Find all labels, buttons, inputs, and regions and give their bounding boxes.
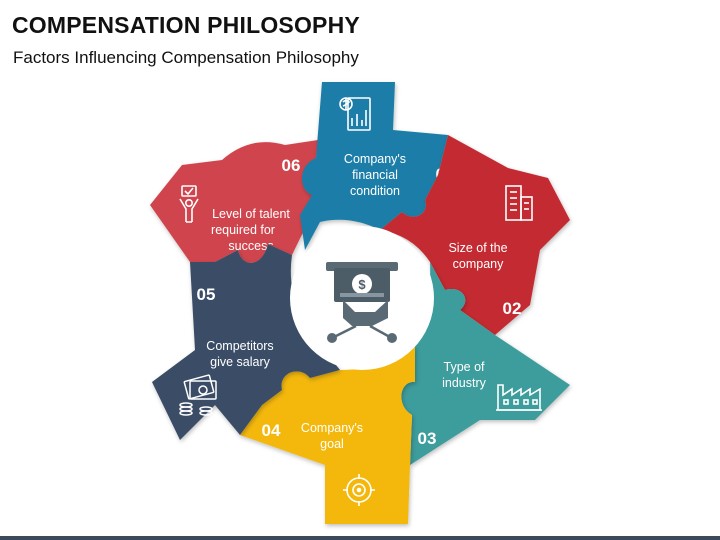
segment-03-line-2: industry — [442, 376, 487, 390]
segment-04-number: 04 — [262, 421, 281, 440]
segment-05-number: 05 — [197, 285, 216, 304]
page-subtitle: Factors Influencing Compensation Philoso… — [13, 48, 359, 67]
segment-01-line-1: Company's — [344, 152, 406, 166]
segment-06-line-1: Level of talent — [212, 207, 290, 221]
segment-02-shape — [380, 135, 570, 335]
segment-02-line-2: company — [453, 257, 504, 271]
segment-01-line-2: financial — [352, 168, 398, 182]
target-icon — [343, 474, 375, 506]
segment-06: 06 Level of talent required for success — [150, 140, 318, 263]
center-hub: $ — [290, 226, 434, 370]
svg-text:$: $ — [358, 277, 366, 292]
office-building-icon — [505, 185, 533, 221]
segment-04-line-1: Company's — [301, 421, 363, 435]
segment-02-number: 02 — [503, 299, 522, 318]
segment-06-line-2: required for — [211, 223, 275, 237]
segment-05-line-2: give salary — [210, 355, 270, 369]
page-title: COMPENSATION PHILOSOPHY — [12, 12, 360, 38]
financial-report-icon — [339, 97, 371, 131]
segment-04-line-2: goal — [320, 437, 344, 451]
bottom-bar — [0, 536, 720, 540]
talent-person-icon — [179, 185, 199, 223]
factory-icon — [496, 384, 542, 411]
segment-04-shape — [240, 345, 415, 524]
segment-06-number: 06 — [282, 156, 301, 175]
segment-03: 03 Type of industry — [401, 262, 570, 465]
segment-03-shape — [401, 262, 570, 465]
segment-02: 02 Size of the company — [380, 135, 570, 335]
segment-02-line-1: Size of the — [448, 241, 507, 255]
segment-03-line-1: Type of — [444, 360, 486, 374]
segment-06-line-3: success — [228, 239, 273, 253]
segment-04: 04 Company's goal — [240, 345, 415, 524]
segment-03-number: 03 — [418, 429, 437, 448]
segment-01-line-3: condition — [350, 184, 400, 198]
hand-cash-icon: $ — [326, 262, 398, 343]
segment-06-shape — [150, 140, 318, 263]
money-stack-icon — [179, 374, 217, 416]
segment-05-line-1: Competitors — [206, 339, 273, 353]
segment-01-shape — [300, 82, 448, 250]
